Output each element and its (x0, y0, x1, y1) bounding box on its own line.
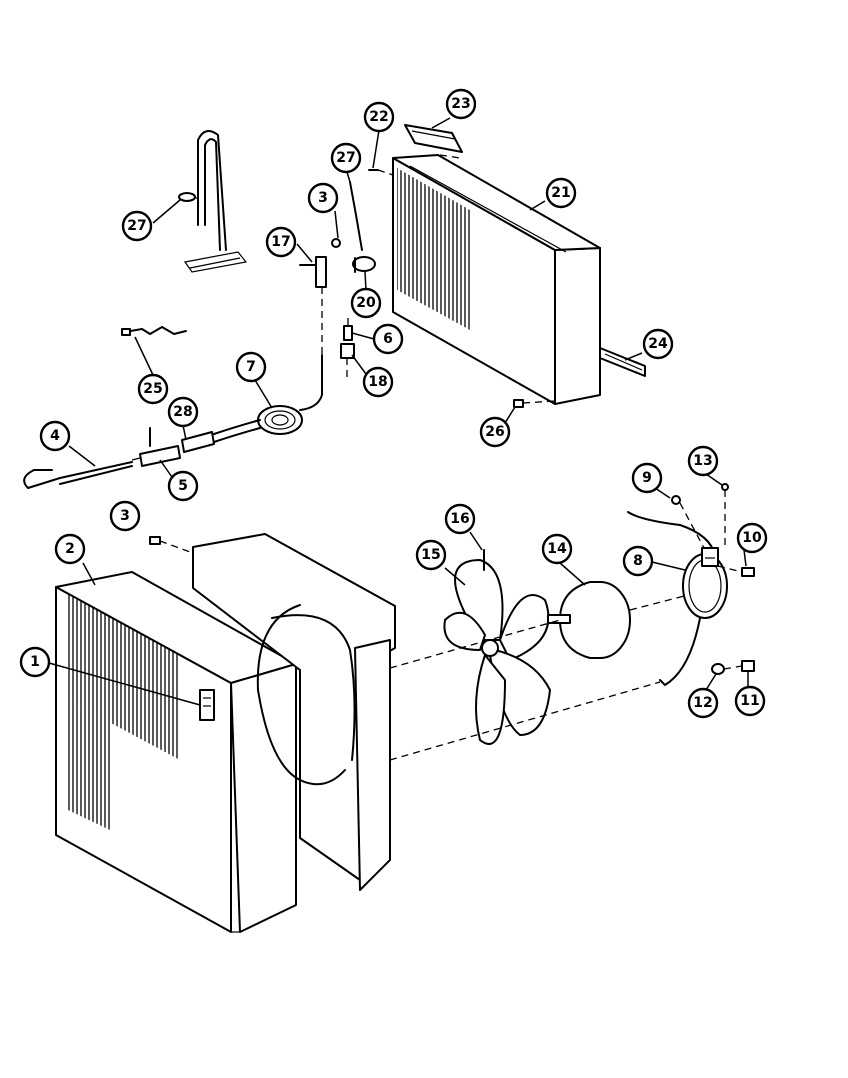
callout-16: 16 (444, 503, 476, 535)
callout-21: 21 (545, 177, 577, 209)
capillary-bracket-part-27 (178, 130, 248, 273)
wire-part-25 (121, 326, 187, 336)
screw-part-3-lower (149, 536, 161, 545)
callout-3b: 3 (109, 500, 141, 532)
fan-motor-part-14 (547, 581, 631, 659)
callout-label: 25 (143, 381, 162, 397)
callout-label: 3 (318, 190, 328, 206)
callout-4: 4 (39, 420, 71, 452)
callout-13: 13 (687, 445, 719, 477)
callout-10: 10 (736, 522, 768, 554)
callout-label: 26 (485, 424, 504, 440)
callout-12: 12 (687, 687, 719, 719)
fan-shroud (192, 533, 396, 891)
callout-label: 24 (648, 336, 668, 352)
top-bracket-part-23 (404, 124, 463, 153)
callout-label: 22 (369, 109, 388, 125)
callout-label: 9 (642, 470, 652, 486)
callout-label: 7 (246, 359, 256, 375)
refrigerant-tubing (23, 181, 376, 489)
callout-label: 17 (271, 234, 290, 250)
side-rail-part-24 (599, 347, 646, 377)
evaporator-coil-part-2 (55, 571, 297, 933)
callout-label: 6 (383, 331, 393, 347)
callout-28: 28 (167, 396, 199, 428)
callout-8: 8 (622, 545, 654, 577)
callout-15: 15 (415, 539, 447, 571)
callout-label: 27 (127, 218, 146, 234)
callout-label: 18 (368, 374, 387, 390)
callout-label: 15 (421, 547, 440, 563)
screw-part-26 (513, 399, 524, 408)
callout-25: 25 (137, 373, 169, 405)
callout-26: 26 (479, 416, 511, 448)
callout-label: 3 (120, 508, 130, 524)
callout-3a: 3 (307, 182, 339, 214)
assembly-lines (159, 154, 743, 761)
callout-label: 8 (633, 553, 643, 569)
callout-6: 6 (372, 323, 404, 355)
callout-1: 1 (19, 646, 51, 678)
callout-label: 16 (450, 511, 469, 527)
callout-label: 13 (693, 453, 712, 469)
callout-label: 5 (178, 478, 188, 494)
callout-label: 2 (65, 541, 75, 557)
callout-17: 17 (265, 226, 297, 258)
callout-5: 5 (167, 470, 199, 502)
callout-label: 20 (356, 295, 376, 311)
callout-18: 18 (362, 366, 394, 398)
callout-11: 11 (734, 685, 766, 717)
callout-22: 22 (363, 101, 395, 133)
callout-label: 23 (451, 96, 470, 112)
callout-label: 11 (740, 693, 759, 709)
condenser-coil-part-21 (392, 154, 601, 405)
callout-14: 14 (541, 533, 573, 565)
callout-7: 7 (235, 351, 267, 383)
callout-label: 1 (30, 654, 40, 670)
callout-label: 10 (742, 530, 762, 546)
callout-label: 28 (173, 404, 192, 420)
callout-27a: 27 (121, 210, 153, 242)
leader-lines (48, 117, 749, 706)
callout-23: 23 (445, 88, 477, 120)
callout-label: 14 (547, 541, 567, 557)
callout-20: 20 (350, 287, 382, 319)
hardware-parts (671, 483, 755, 675)
callouts: 1 2 3 3 4 5 6 7 8 9 10 11 12 13 14 15 16… (19, 88, 768, 719)
callout-2: 2 (54, 533, 86, 565)
callout-label: 4 (50, 428, 60, 444)
fan-blade-part-15 (443, 549, 551, 745)
callout-label: 21 (551, 185, 570, 201)
callout-label: 12 (693, 695, 712, 711)
callout-label: 27 (336, 150, 355, 166)
callout-24: 24 (642, 328, 674, 360)
callout-9: 9 (631, 462, 663, 494)
motor-bracket-part-8 (627, 511, 728, 686)
callout-27b: 27 (330, 142, 362, 174)
